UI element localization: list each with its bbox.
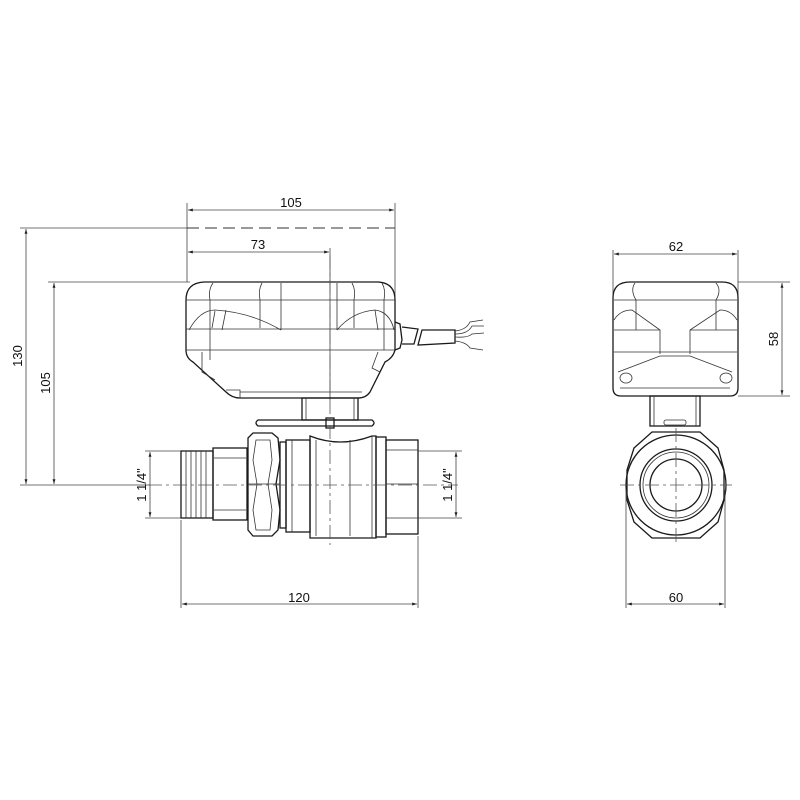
dimension-body-length: 120 [180, 520, 419, 608]
side-view: 62 58 [612, 239, 790, 608]
dimension-actuator-width: 62 [612, 239, 739, 300]
dimension-overall-height: 130 [10, 227, 187, 486]
dim-label-60: 60 [669, 590, 683, 605]
dim-label-62: 62 [669, 239, 683, 254]
actuator-side [612, 281, 739, 397]
valve-body [180, 432, 419, 539]
actuator-housing [185, 281, 396, 399]
front-view: 105 73 130 105 [10, 195, 485, 608]
dim-label-105-vertical: 105 [38, 372, 53, 394]
dimension-actuator-height: 58 [738, 281, 790, 397]
dimension-right-thread: 1 1/4" [418, 450, 462, 519]
dim-label-130: 130 [10, 345, 25, 367]
actuator-bracket [255, 397, 375, 429]
dim-label-105-top: 105 [280, 195, 302, 210]
cable-gland [394, 319, 485, 351]
dim-label-right-thread: 1 1/4" [440, 468, 455, 502]
dim-label-120: 120 [288, 590, 310, 605]
pipe-end-view [620, 428, 732, 545]
dim-label-58: 58 [766, 332, 781, 346]
dimension-overall-width: 105 [186, 195, 396, 300]
dimension-left-thread: 1 1/4" [134, 450, 181, 519]
dimension-axis-height: 105 [38, 281, 190, 484]
dim-label-left-thread: 1 1/4" [134, 468, 149, 502]
dim-label-73: 73 [251, 237, 265, 252]
dimension-axis-offset: 73 [187, 237, 331, 400]
dimension-body-width: 60 [625, 490, 726, 608]
bracket-side [649, 395, 701, 427]
